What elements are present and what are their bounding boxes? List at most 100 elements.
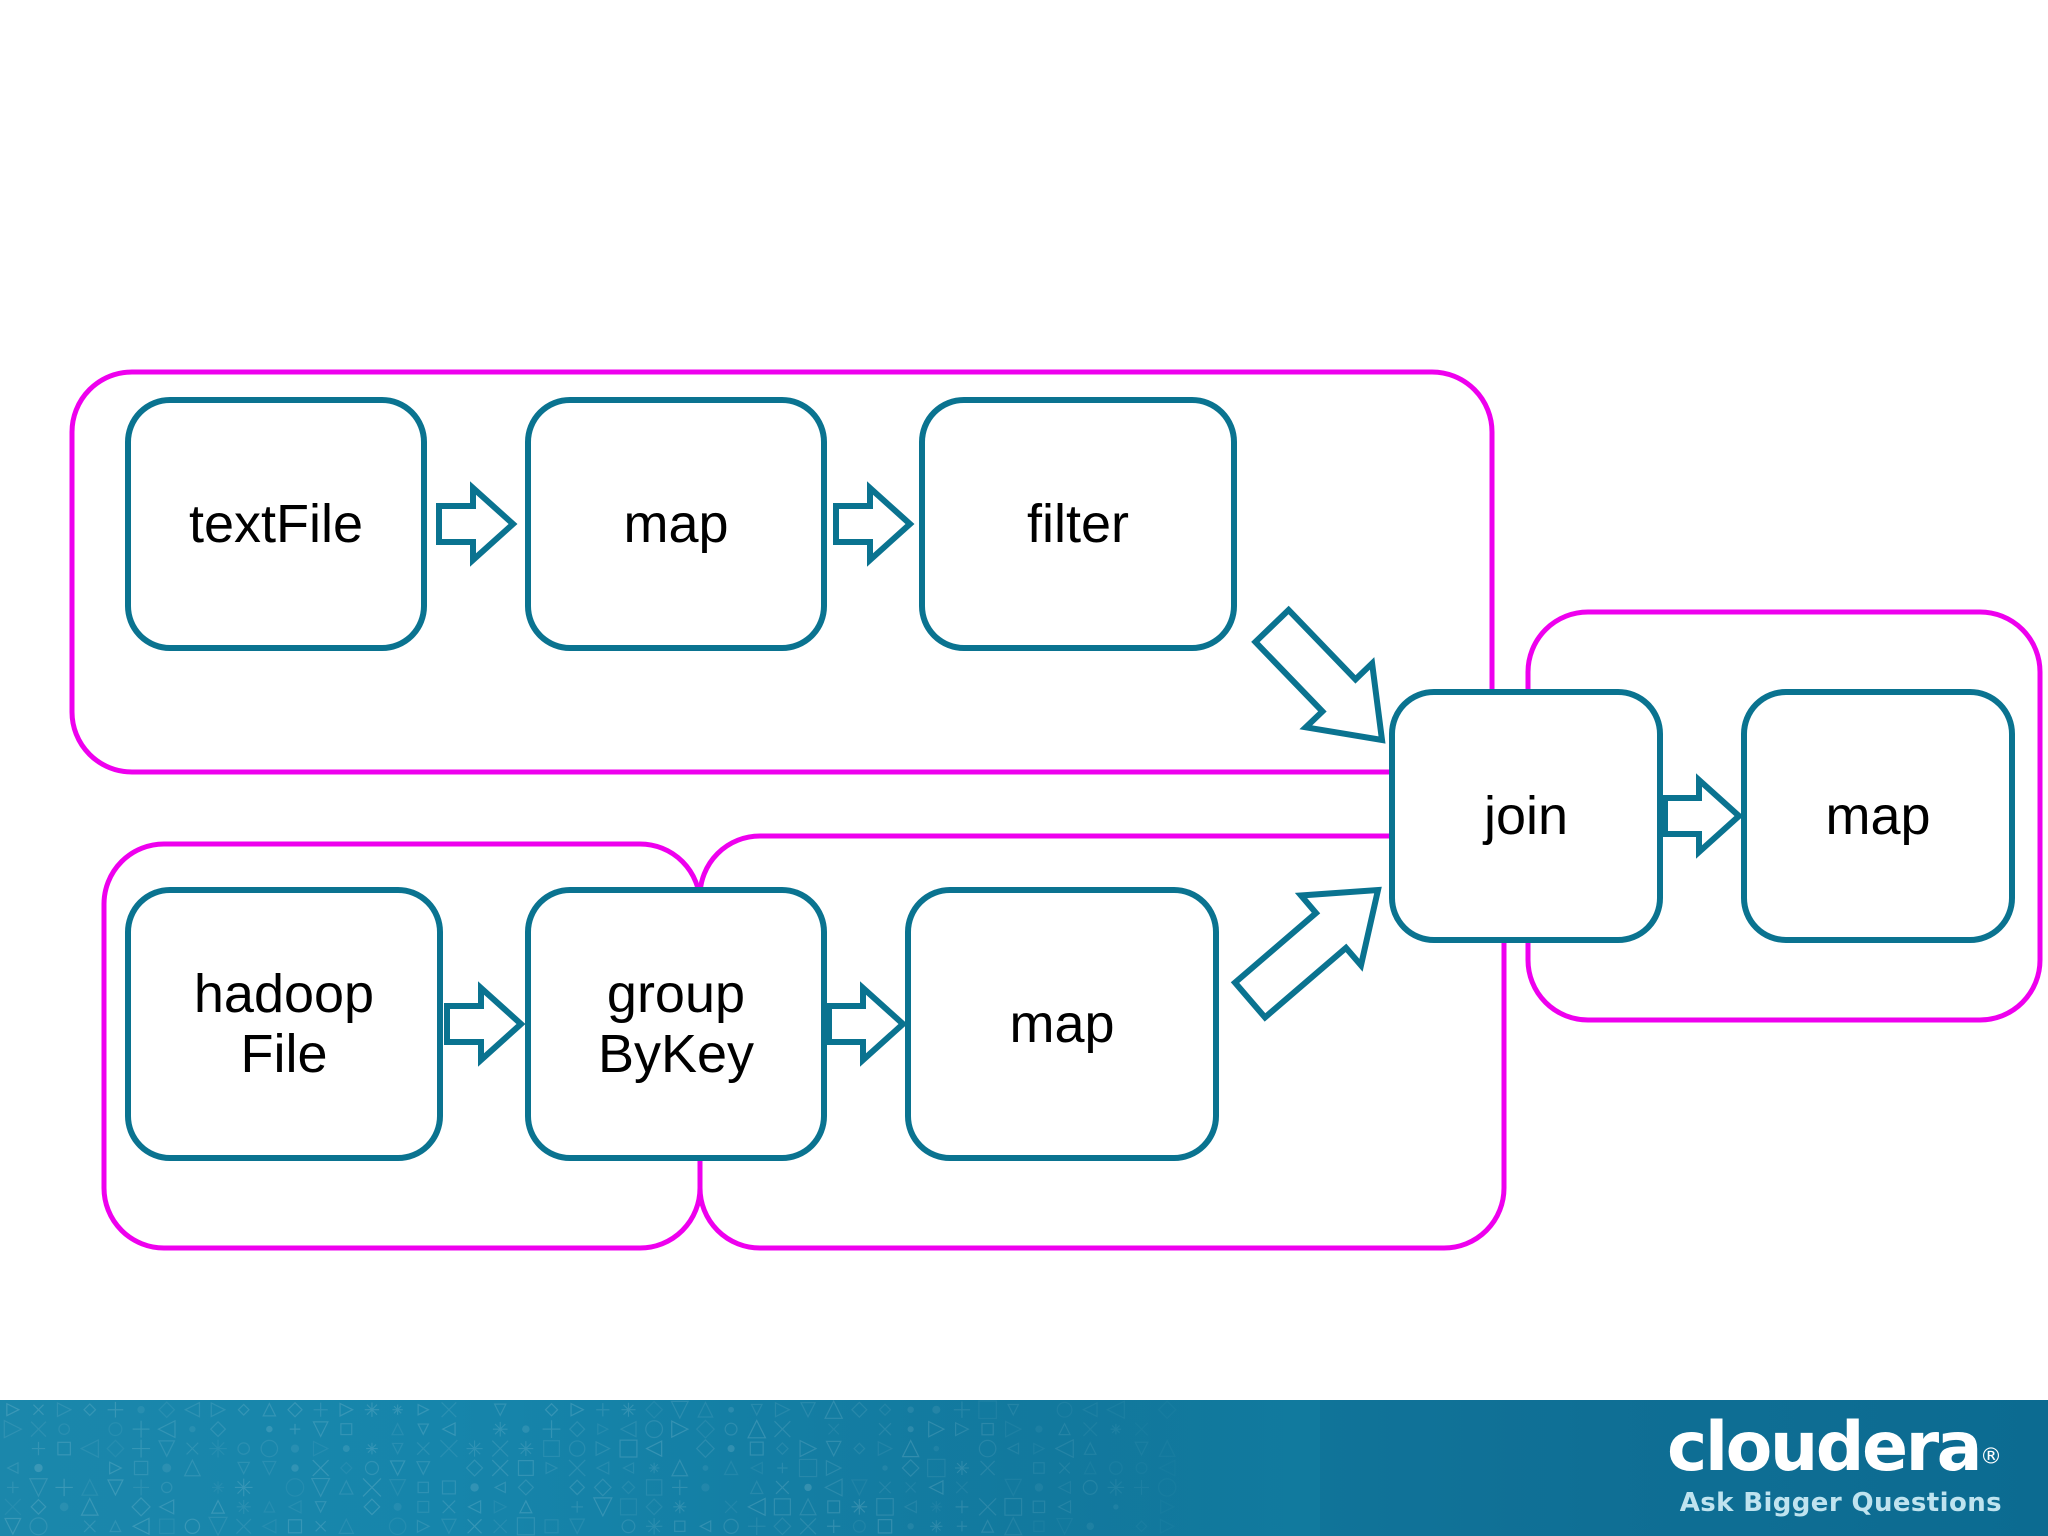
pattern-diamond-icon bbox=[106, 1439, 125, 1458]
pattern-triangle-up-icon bbox=[183, 1458, 202, 1477]
pattern-square-icon bbox=[158, 1518, 175, 1535]
pattern-star-icon bbox=[236, 1499, 251, 1514]
pattern-triangle-down-icon bbox=[314, 1501, 327, 1514]
pattern-x-icon bbox=[33, 1404, 44, 1416]
node-box-map3[interactable] bbox=[1741, 689, 2015, 943]
pattern-dot-icon bbox=[342, 1445, 350, 1453]
pattern-triangle-up-icon bbox=[391, 1422, 405, 1436]
pattern-plus-icon bbox=[313, 1402, 328, 1417]
pattern-square-icon bbox=[619, 1498, 638, 1516]
node-box-map2[interactable] bbox=[905, 887, 1219, 1161]
pattern-triangle-down-icon bbox=[310, 1477, 331, 1498]
pattern-diamond-icon bbox=[593, 1478, 612, 1497]
pattern-x-icon bbox=[315, 1520, 327, 1532]
node-box-map1[interactable] bbox=[525, 397, 827, 651]
pattern-triangle-left-icon bbox=[645, 1440, 663, 1458]
pattern-x-icon bbox=[775, 1480, 790, 1495]
pattern-plus-icon bbox=[542, 1420, 561, 1439]
pattern-triangle-right-icon bbox=[825, 1459, 843, 1477]
pattern-plus-icon bbox=[672, 1479, 688, 1496]
pattern-plus-icon bbox=[6, 1481, 19, 1494]
pattern-diamond-icon bbox=[695, 1439, 715, 1459]
pattern-triangle-right-icon bbox=[570, 1402, 585, 1417]
pattern-square-icon bbox=[876, 1498, 894, 1516]
pattern-square-icon bbox=[57, 1441, 71, 1456]
pattern-diamond-icon bbox=[853, 1442, 866, 1455]
pattern-plus-icon bbox=[132, 1439, 151, 1458]
pattern-diamond-icon bbox=[773, 1517, 792, 1536]
pattern-x-icon bbox=[236, 1518, 252, 1534]
pattern-square-icon bbox=[417, 1500, 430, 1513]
pattern-x-icon bbox=[724, 1500, 738, 1514]
pattern-diamond-icon bbox=[517, 1479, 535, 1496]
pattern-x-icon bbox=[774, 1420, 791, 1438]
pattern-triangle-right-icon bbox=[109, 1461, 123, 1475]
pattern-square-icon bbox=[340, 1423, 353, 1436]
pattern-triangle-right-icon bbox=[799, 1439, 818, 1458]
pattern-x-icon bbox=[493, 1519, 508, 1534]
pattern-triangle-left-icon bbox=[622, 1461, 635, 1475]
pattern-diamond-icon bbox=[465, 1459, 484, 1477]
brand-banner: cloudera® Ask Bigger Questions bbox=[0, 1400, 2048, 1536]
stage-boundary-stage-1 bbox=[69, 369, 1495, 775]
pattern-triangle-right-icon bbox=[6, 1402, 21, 1417]
pattern-triangle-right-icon bbox=[774, 1401, 791, 1418]
pattern-triangle-right-icon bbox=[339, 1402, 354, 1417]
pattern-triangle-down-icon bbox=[416, 1461, 431, 1476]
pattern-circle-icon bbox=[184, 1518, 201, 1535]
pattern-triangle-down-icon bbox=[440, 1518, 457, 1535]
pattern-square-icon bbox=[645, 1479, 663, 1496]
pattern-dot-icon bbox=[393, 1502, 402, 1511]
edge-arrow-map2-to-join bbox=[1230, 886, 1382, 1022]
pattern-triangle-left-icon bbox=[261, 1518, 277, 1534]
node-box-textFile[interactable] bbox=[125, 397, 427, 651]
pattern-square-icon bbox=[133, 1460, 149, 1476]
pattern-diamond-icon bbox=[878, 1403, 892, 1417]
pattern-star-icon bbox=[234, 1478, 253, 1497]
pattern-circle-icon bbox=[723, 1518, 739, 1534]
pattern-triangle-up-icon bbox=[824, 1400, 844, 1419]
edge-layer bbox=[436, 481, 1744, 1067]
pattern-x-icon bbox=[799, 1517, 817, 1535]
pattern-circle-icon bbox=[852, 1519, 866, 1533]
pattern-triangle-left-icon bbox=[183, 1401, 201, 1418]
pattern-dot-icon bbox=[59, 1502, 69, 1512]
node-box-filter[interactable] bbox=[919, 397, 1237, 651]
pattern-dot-icon bbox=[728, 1406, 734, 1413]
pattern-diamond-icon bbox=[645, 1498, 663, 1516]
pattern-diamond-icon bbox=[83, 1403, 97, 1417]
node-box-join[interactable] bbox=[1389, 689, 1663, 943]
node-box-hadoopFile[interactable] bbox=[125, 887, 443, 1161]
pattern-plus-icon bbox=[289, 1423, 301, 1435]
pattern-triangle-left-icon bbox=[749, 1461, 763, 1475]
pattern-square-icon bbox=[674, 1520, 686, 1532]
pattern-triangle-left-icon bbox=[698, 1520, 712, 1533]
node-box-groupByKey[interactable] bbox=[525, 887, 827, 1161]
pattern-x-icon bbox=[362, 1478, 382, 1497]
pattern-plus-icon bbox=[132, 1420, 150, 1438]
pattern-triangle-left-icon bbox=[467, 1499, 482, 1514]
pattern-triangle-right-icon bbox=[597, 1423, 610, 1436]
pattern-square-icon bbox=[543, 1440, 560, 1458]
pattern-dot-icon bbox=[162, 1463, 172, 1473]
pattern-triangle-down-icon bbox=[592, 1497, 613, 1518]
pattern-triangle-down-icon bbox=[237, 1461, 251, 1475]
pattern-star-icon bbox=[648, 1462, 660, 1474]
registered-trademark-icon: ® bbox=[1980, 1444, 2002, 1470]
pattern-dot-icon bbox=[291, 1464, 299, 1472]
pattern-triangle-right-icon bbox=[417, 1403, 430, 1416]
pattern-star-icon bbox=[366, 1442, 378, 1455]
pattern-star-icon bbox=[518, 1441, 534, 1456]
pattern-circle-icon bbox=[645, 1420, 664, 1439]
pattern-diamond-icon bbox=[30, 1498, 47, 1515]
pattern-circle-icon bbox=[724, 1422, 738, 1436]
pattern-triangle-down-icon bbox=[312, 1421, 329, 1438]
pattern-star-icon bbox=[466, 1440, 483, 1457]
pattern-triangle-down-icon bbox=[158, 1440, 176, 1458]
pattern-triangle-down-icon bbox=[28, 1478, 49, 1498]
pattern-triangle-down-icon bbox=[4, 1517, 22, 1536]
pattern-dot-icon bbox=[702, 1465, 709, 1471]
pattern-x-icon bbox=[83, 1520, 96, 1533]
pattern-x-icon bbox=[568, 1459, 586, 1477]
pattern-triangle-down-icon bbox=[208, 1516, 228, 1536]
